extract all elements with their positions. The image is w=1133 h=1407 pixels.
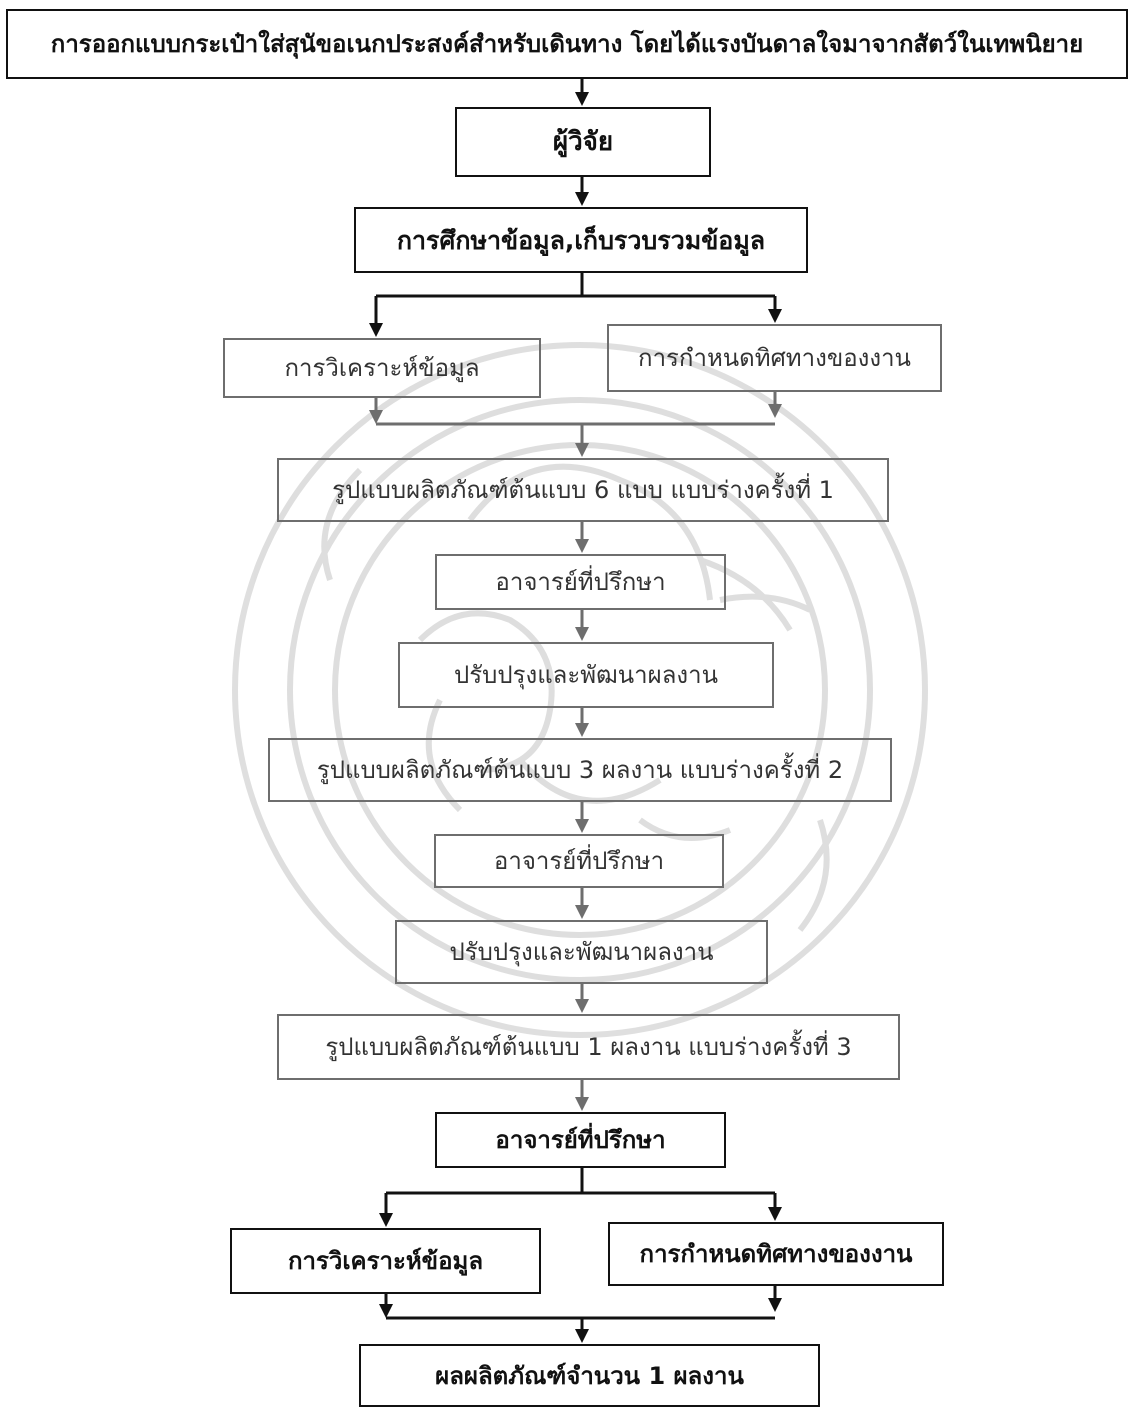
direction-text-2: การกำหนดทิศทางของงาน — [639, 1240, 913, 1268]
arrow-head — [575, 723, 589, 737]
arrow-head — [369, 410, 383, 424]
title-text: การออกแบบกระเป๋าใส่สุนัขอเนกประสงค์สำหรั… — [50, 30, 1084, 58]
researcher-text: ผู้วิจัย — [552, 127, 614, 157]
prototype-1-text: รูปแบบผลิตภัณฑ์ต้นแบบ 1 ผลงาน แบบร่างครั… — [325, 1033, 852, 1061]
arrow-head — [575, 1329, 589, 1343]
prototype-3-text: รูปแบบผลิตภัณฑ์ต้นแบบ 3 ผลงาน แบบร่างครั… — [316, 756, 844, 784]
improve-box-1: ปรับปรุงและพัฒนาผลงาน — [398, 642, 774, 708]
researcher-box: ผู้วิจัย — [455, 107, 711, 177]
direction-box-2: การกำหนดทิศทางของงาน — [608, 1222, 944, 1286]
analysis-text-1: การวิเคราะห์ข้อมูล — [284, 354, 480, 382]
advisor-text-1: อาจารย์ที่ปรึกษา — [495, 568, 666, 596]
advisor-box-2: อาจารย์ที่ปรึกษา — [434, 834, 724, 888]
direction-box-1: การกำหนดทิศทางของงาน — [607, 324, 942, 392]
arrow-head — [575, 627, 589, 641]
title-box: การออกแบบกระเป๋าใส่สุนัขอเนกประสงค์สำหรั… — [6, 9, 1128, 79]
arrow-head — [575, 443, 589, 457]
arrow-head — [379, 1213, 393, 1227]
advisor-box-3: อาจารย์ที่ปรึกษา — [435, 1112, 726, 1168]
improve-text-1: ปรับปรุงและพัฒนาผลงาน — [453, 661, 719, 689]
arrow-head — [768, 404, 782, 418]
prototype-6-box: รูปแบบผลิตภัณฑ์ต้นแบบ 6 แบบ แบบร่างครั้ง… — [277, 458, 889, 522]
arrow-head — [575, 539, 589, 553]
arrow-head — [369, 323, 383, 337]
advisor-box-1: อาจารย์ที่ปรึกษา — [435, 554, 726, 610]
analysis-text-2: การวิเคราะห์ข้อมูล — [287, 1247, 484, 1275]
arrow-head — [768, 1298, 782, 1312]
analysis-box-2: การวิเคราะห์ข้อมูล — [230, 1228, 541, 1294]
analysis-box-1: การวิเคราะห์ข้อมูล — [223, 338, 541, 398]
direction-text-1: การกำหนดทิศทางของงาน — [638, 344, 911, 372]
arrow-head — [379, 1304, 393, 1318]
arrow-head — [768, 1207, 782, 1221]
data-study-box: การศึกษาข้อมูล,เก็บรวบรวมข้อมูล — [354, 207, 808, 273]
arrow-head — [575, 192, 589, 206]
arrow-head — [575, 999, 589, 1013]
prototype-6-text: รูปแบบผลิตภัณฑ์ต้นแบบ 6 แบบ แบบร่างครั้ง… — [332, 476, 834, 504]
prototype-1-box: รูปแบบผลิตภัณฑ์ต้นแบบ 1 ผลงาน แบบร่างครั… — [277, 1014, 900, 1080]
arrow-head — [575, 1097, 589, 1111]
improve-box-2: ปรับปรุงและพัฒนาผลงาน — [395, 920, 768, 984]
advisor-text-2: อาจารย์ที่ปรึกษา — [493, 847, 665, 875]
advisor-text-3: อาจารย์ที่ปรึกษา — [495, 1126, 666, 1154]
arrow-head — [768, 309, 782, 323]
result-text: ผลผลิตภัณฑ์จำนวน 1 ผลงาน — [435, 1361, 744, 1390]
arrow-head — [575, 92, 589, 106]
data-study-text: การศึกษาข้อมูล,เก็บรวบรวมข้อมูล — [396, 225, 766, 255]
improve-text-2: ปรับปรุงและพัฒนาผลงาน — [449, 938, 714, 966]
result-box: ผลผลิตภัณฑ์จำนวน 1 ผลงาน — [359, 1344, 820, 1407]
prototype-3-box: รูปแบบผลิตภัณฑ์ต้นแบบ 3 ผลงาน แบบร่างครั… — [268, 738, 892, 802]
arrow-head — [575, 905, 589, 919]
arrow-head — [575, 819, 589, 833]
